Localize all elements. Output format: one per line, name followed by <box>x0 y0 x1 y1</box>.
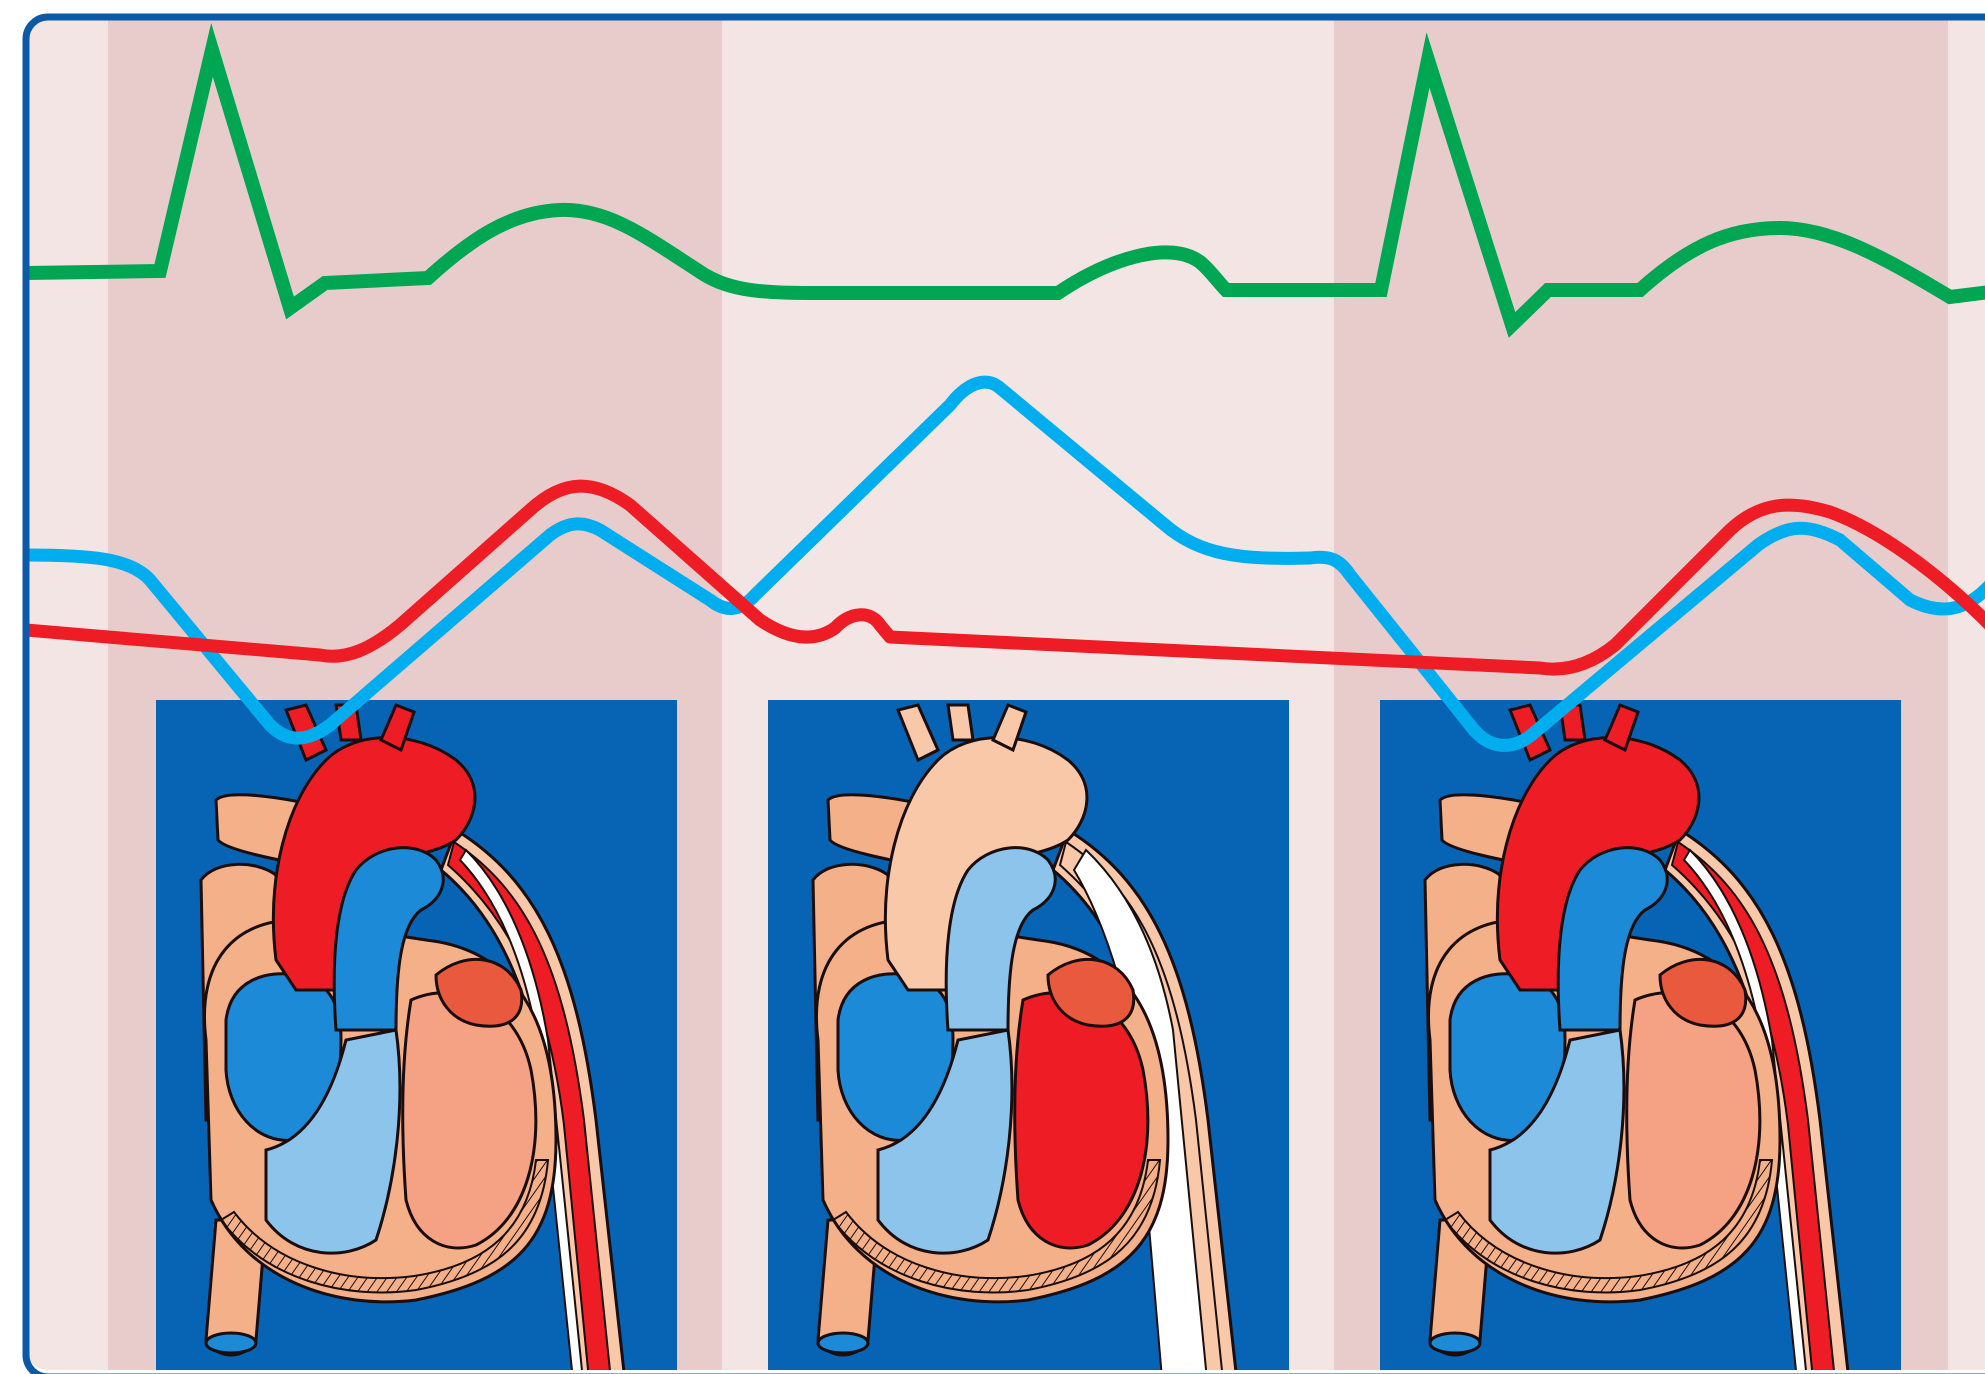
heart-panel-deflated-1 <box>156 700 677 1374</box>
arch-branch-2 <box>948 705 973 740</box>
vena-cava-opening <box>206 1333 256 1353</box>
band-5 <box>1948 17 1985 1374</box>
heart-panel-deflated-2 <box>1380 700 1901 1374</box>
vena-cava-opening <box>1430 1333 1480 1353</box>
band-1 <box>26 17 108 1374</box>
heart-panel-inflated <box>768 700 1289 1374</box>
vena-cava-opening <box>818 1333 868 1353</box>
